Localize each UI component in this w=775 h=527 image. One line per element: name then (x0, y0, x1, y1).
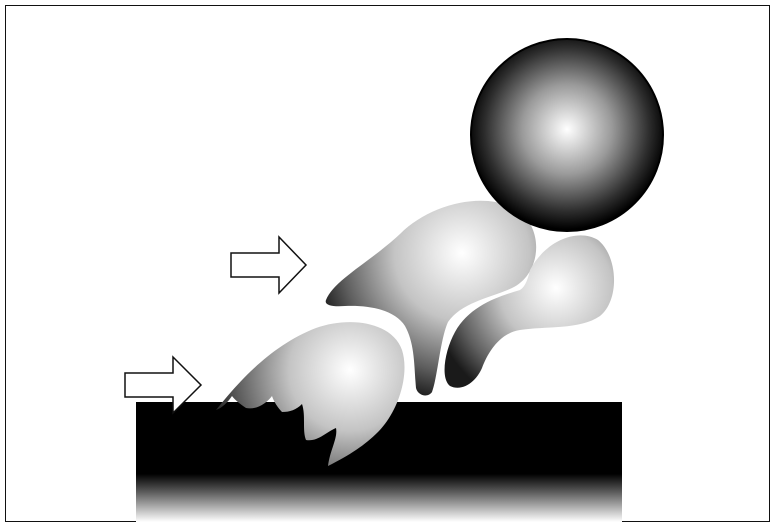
right-shape (444, 235, 615, 388)
upper-shape (325, 200, 537, 396)
arrow-lower-icon (124, 355, 203, 415)
base-block-fade (136, 474, 622, 522)
arrow-upper-icon (230, 235, 308, 295)
sphere (470, 38, 664, 232)
lower-shape (216, 322, 405, 466)
